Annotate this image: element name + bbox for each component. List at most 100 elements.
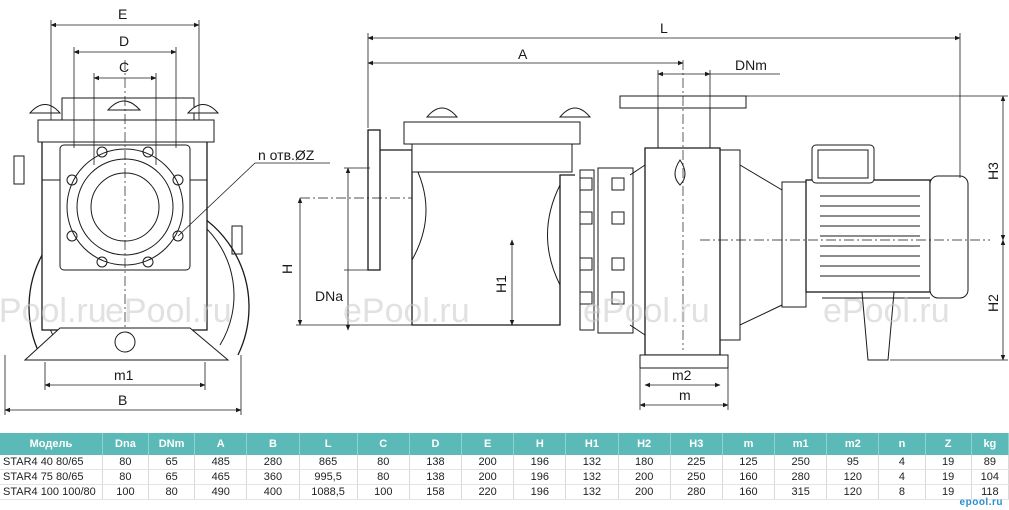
col-header-m1: m1: [774, 433, 828, 455]
col-header-h2: H2: [618, 433, 671, 455]
col-header-model: Модель: [0, 433, 103, 455]
label-holes: n отв.ØZ: [258, 147, 315, 163]
table-cell: STAR4 75 80/65: [0, 469, 103, 485]
table-cell: 180: [618, 455, 671, 470]
table-cell: 280: [246, 455, 300, 470]
table-cell: 120: [826, 469, 880, 485]
table-cell: 118: [971, 484, 1009, 500]
col-header-dnm: DNm: [148, 433, 196, 455]
table-cell: 196: [513, 484, 567, 500]
table-cell: 995,5: [299, 469, 358, 485]
table-cell: 360: [246, 469, 300, 485]
table-cell: 196: [513, 469, 567, 485]
table-cell: 465: [194, 469, 248, 485]
table-cell: 138: [409, 469, 463, 485]
label-H2: H2: [985, 294, 1001, 312]
table-cell: 200: [461, 455, 515, 470]
front-dimensions: [4, 20, 330, 415]
label-m1: m1: [114, 367, 134, 383]
table-row: STAR4 75 80/65 80 65 465 360 995,5 80 13…: [0, 469, 1009, 485]
col-header-h: H: [513, 433, 567, 455]
label-DNm: DNm: [735, 57, 767, 73]
label-A: A: [518, 46, 528, 62]
spec-table: Модель Dna DNm A B L C D E H H1 H2 H3 m …: [0, 433, 1009, 500]
col-header-e: E: [461, 433, 515, 455]
label-m2: m2: [672, 367, 692, 383]
table-cell: 80: [357, 455, 410, 470]
col-header-c: C: [357, 433, 410, 455]
label-B: B: [118, 392, 127, 408]
table-cell: 132: [565, 484, 619, 500]
watermark-3: ePool.ru: [343, 292, 470, 330]
table-cell: 200: [461, 469, 515, 485]
table-cell: 160: [722, 469, 776, 485]
col-header-a: A: [194, 433, 248, 455]
label-H1: H1: [493, 275, 509, 293]
watermark-1: ePool.ru: [0, 292, 107, 330]
table-cell: 80: [102, 455, 150, 470]
table-row: STAR4 40 80/65 80 65 485 280 865 80 138 …: [0, 455, 1009, 470]
table-cell: 125: [722, 455, 776, 470]
watermark-5: ePool.ru: [823, 292, 950, 330]
table-cell: 19: [925, 469, 972, 485]
table-cell: 220: [461, 484, 515, 500]
table-cell: 200: [618, 484, 671, 500]
label-H3: H3: [985, 162, 1001, 180]
table-cell: 865: [299, 455, 358, 470]
col-header-z: Z: [925, 433, 972, 455]
table-cell: 80: [102, 469, 150, 485]
table-cell: 132: [565, 469, 619, 485]
table-cell: 89: [971, 455, 1009, 470]
col-header-h3: H3: [670, 433, 723, 455]
table-cell: 280: [670, 484, 723, 500]
watermark-2: ePool.ru: [105, 292, 232, 330]
table-cell: 490: [194, 484, 248, 500]
col-header-l: L: [299, 433, 358, 455]
col-header-d: D: [409, 433, 463, 455]
table-cell: 95: [826, 455, 880, 470]
table-cell: 200: [618, 469, 671, 485]
watermark-4: ePool.ru: [583, 292, 710, 330]
table-cell: 280: [774, 469, 828, 485]
table-cell: 4: [878, 455, 926, 470]
table-cell: 80: [357, 469, 410, 485]
table-cell: 158: [409, 484, 463, 500]
label-D: D: [119, 33, 129, 49]
table-cell: 132: [565, 455, 619, 470]
table-cell: 400: [246, 484, 300, 500]
table-cell: 225: [670, 455, 723, 470]
label-C: C: [119, 59, 129, 75]
table-cell: 138: [409, 455, 463, 470]
table-cell: STAR4 100 100/80: [0, 484, 103, 500]
label-L: L: [660, 20, 668, 36]
front-view: [13, 60, 250, 361]
col-header-dna: Dna: [102, 433, 150, 455]
label-E: E: [118, 6, 127, 22]
table-row: STAR4 100 100/80 100 80 490 400 1088,5 1…: [0, 484, 1009, 500]
table-cell: 315: [774, 484, 828, 500]
table-cell: 4: [878, 469, 926, 485]
col-header-m2: m2: [826, 433, 880, 455]
table-cell: 250: [774, 455, 828, 470]
site-logo: epool.ru: [959, 497, 1003, 508]
table-cell: 19: [925, 455, 972, 470]
side-view: [300, 60, 990, 369]
table-cell: 80: [148, 484, 196, 500]
col-header-b: B: [246, 433, 300, 455]
side-dimensions: [296, 33, 1008, 410]
table-cell: STAR4 40 80/65: [0, 455, 103, 470]
table-cell: 1088,5: [299, 484, 358, 500]
table-cell: 196: [513, 455, 567, 470]
table-cell: 100: [357, 484, 410, 500]
table-cell: 100: [102, 484, 150, 500]
table-cell: 160: [722, 484, 776, 500]
col-header-h1: H1: [565, 433, 619, 455]
label-m: m: [679, 387, 691, 403]
table-cell: 120: [826, 484, 880, 500]
table-header-row: Модель Dna DNm A B L C D E H H1 H2 H3 m …: [0, 433, 1009, 455]
table-cell: 19: [925, 484, 972, 500]
col-header-n: n: [878, 433, 926, 455]
technical-drawing: E D C m1 B n отв.ØZ: [0, 6, 1008, 415]
label-DNa: DNa: [315, 288, 343, 304]
col-header-m: m: [722, 433, 776, 455]
